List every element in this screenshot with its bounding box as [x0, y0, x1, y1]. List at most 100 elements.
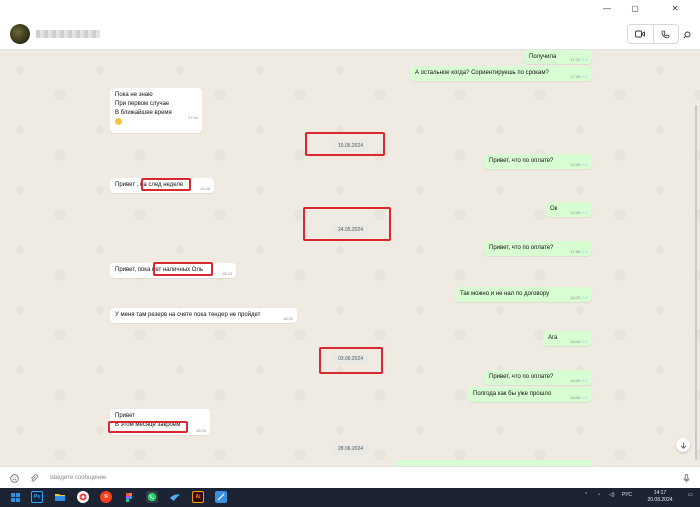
message-outgoing[interactable]: Привет, что по оплате? 17:59✓✓ — [484, 241, 592, 256]
message-text: При первом случае — [115, 101, 170, 107]
annotation-highlight-box — [319, 347, 383, 374]
message-outgoing[interactable]: Так можно и не нал по договору 18:25✓✓ — [455, 287, 592, 302]
emoji-button[interactable] — [8, 472, 20, 484]
annotation-highlight-box — [153, 262, 213, 276]
message-time: 18:04✓✓ — [570, 378, 588, 383]
clock-date: 20.08.2024 — [647, 497, 673, 503]
minimize-button[interactable]: — — [603, 3, 611, 13]
message-time: 18:05 — [195, 428, 206, 433]
message-incoming[interactable]: Пока не знаю При первом случае В ближайш… — [110, 88, 202, 133]
read-ticks-icon: ✓✓ — [581, 74, 588, 79]
message-text: В ближайшее время — [115, 110, 172, 116]
message-outgoing[interactable]: Ага 18:42✓✓ — [543, 331, 592, 346]
illustrator-icon[interactable]: Ai — [192, 491, 204, 503]
contact-name-blurred[interactable] — [36, 30, 100, 38]
attach-button[interactable] — [28, 472, 40, 484]
message-text: Привет — [115, 413, 136, 419]
whatsapp-icon[interactable] — [146, 491, 158, 503]
read-ticks-icon: ✓✓ — [581, 210, 588, 215]
message-input[interactable] — [50, 471, 670, 485]
message-text: Привет , на след неделе — [115, 182, 184, 188]
chat-header — [0, 18, 700, 50]
language-indicator[interactable]: РУС — [622, 492, 633, 498]
message-text: В этом месяце закроем — [115, 422, 181, 428]
message-time: 17:32✓✓ — [570, 57, 588, 62]
annotation-highlight-box — [305, 132, 385, 156]
message-time: 18:25✓✓ — [570, 295, 588, 300]
message-outgoing-partial[interactable] — [395, 460, 592, 466]
yandex-icon[interactable]: Я — [100, 491, 112, 503]
date-separator: 24.05.2024 — [333, 225, 369, 236]
message-time: 18:29 — [282, 316, 293, 321]
read-ticks-icon: ✓✓ — [581, 57, 588, 62]
message-list[interactable]: Получила 17:32✓✓ А остальное когда? Сори… — [0, 50, 700, 466]
paperclip-icon — [31, 473, 38, 482]
notifications-icon[interactable]: ▭ — [688, 492, 693, 498]
maximize-button[interactable]: ▢ — [631, 3, 639, 13]
system-clock[interactable]: 14:17 20.08.2024 — [640, 490, 680, 504]
message-text: Ага — [548, 335, 558, 341]
message-text: Полгода как бы уже прошло — [473, 391, 552, 397]
scroll-to-bottom-button[interactable] — [676, 438, 690, 452]
message-text: Так можно и не нал по договору — [460, 291, 550, 297]
window-titlebar: — ▢ ✕ — [0, 0, 700, 18]
message-outgoing[interactable]: Привет, что по оплате? 18:04✓✓ — [484, 370, 592, 385]
message-time: 12:06✓✓ — [570, 210, 588, 215]
message-time: 12:05✓✓ — [570, 162, 588, 167]
app-icon[interactable] — [215, 491, 227, 503]
search-button[interactable] — [680, 28, 694, 42]
message-time: 18:05✓✓ — [570, 395, 588, 400]
network-icon[interactable]: ◔ — [597, 492, 601, 498]
message-time: 12:06 — [199, 186, 210, 191]
message-outgoing[interactable]: Получила 17:32✓✓ — [524, 50, 592, 64]
video-camera-icon — [635, 30, 646, 38]
windows-logo-icon — [10, 492, 20, 502]
taskbar: Ps Я Ai ⌃ ◔ ◁) РУС 14:17 20.08.2024 ▭ — [0, 488, 700, 507]
message-outgoing[interactable]: Ок 12:06✓✓ — [545, 202, 592, 217]
message-text: Привет, что по оплате? — [489, 374, 554, 380]
avatar[interactable] — [10, 24, 30, 44]
message-outgoing[interactable]: Привет, что по оплате? 12:05✓✓ — [484, 154, 592, 169]
date-separator: 03.06.2024 — [333, 354, 369, 365]
message-outgoing[interactable]: А остальное когда? Сориентируешь по срок… — [410, 66, 592, 81]
video-call-button[interactable] — [628, 25, 653, 43]
app-icon[interactable] — [169, 491, 181, 503]
read-ticks-icon: ✓✓ — [581, 339, 588, 344]
message-outgoing[interactable]: Полгода как бы уже прошло 18:05✓✓ — [468, 387, 592, 402]
microphone-icon — [683, 473, 689, 482]
annotation-highlight-box — [303, 207, 391, 241]
message-text: У меня там резерв на счете пока тендер н… — [115, 312, 261, 318]
speaker-icon[interactable]: ◁) — [609, 492, 615, 498]
smiley-icon — [9, 473, 19, 483]
close-button[interactable]: ✕ — [671, 3, 679, 13]
yandex-browser-icon[interactable] — [77, 491, 89, 503]
read-ticks-icon: ✓✓ — [581, 295, 588, 300]
phone-icon — [661, 30, 670, 38]
message-incoming[interactable]: У меня там резерв на счете пока тендер н… — [110, 308, 297, 323]
voice-call-button[interactable] — [652, 25, 679, 43]
clock-time: 14:17 — [653, 490, 667, 496]
message-time: 18:23 — [221, 271, 232, 276]
search-icon — [683, 31, 691, 39]
file-explorer-icon[interactable] — [54, 491, 66, 503]
message-text: Привет, пока нет наличных Оль — [115, 267, 204, 273]
message-time: 17:34 — [187, 115, 198, 120]
start-button[interactable] — [9, 491, 21, 503]
message-text: Привет, что по оплате? — [489, 245, 554, 251]
photoshop-icon[interactable]: Ps — [31, 491, 43, 503]
message-text: Получила — [529, 54, 557, 60]
smile-emoji-icon — [115, 118, 122, 125]
message-time: 17:59✓✓ — [570, 249, 588, 254]
date-separator: 28.06.2024 — [333, 444, 369, 455]
call-buttons — [627, 24, 679, 44]
figma-icon[interactable] — [123, 491, 135, 503]
voice-message-button[interactable] — [680, 472, 692, 484]
message-composer — [0, 466, 700, 488]
read-ticks-icon: ✓✓ — [581, 249, 588, 254]
scrollbar[interactable] — [695, 105, 697, 460]
tray-overflow-icon[interactable]: ⌃ — [584, 492, 589, 498]
arrow-down-icon — [680, 442, 686, 449]
annotation-highlight-box — [141, 178, 191, 191]
date-separator: 15.05.2024 — [333, 141, 369, 152]
message-time: 17:34✓✓ — [570, 74, 588, 79]
